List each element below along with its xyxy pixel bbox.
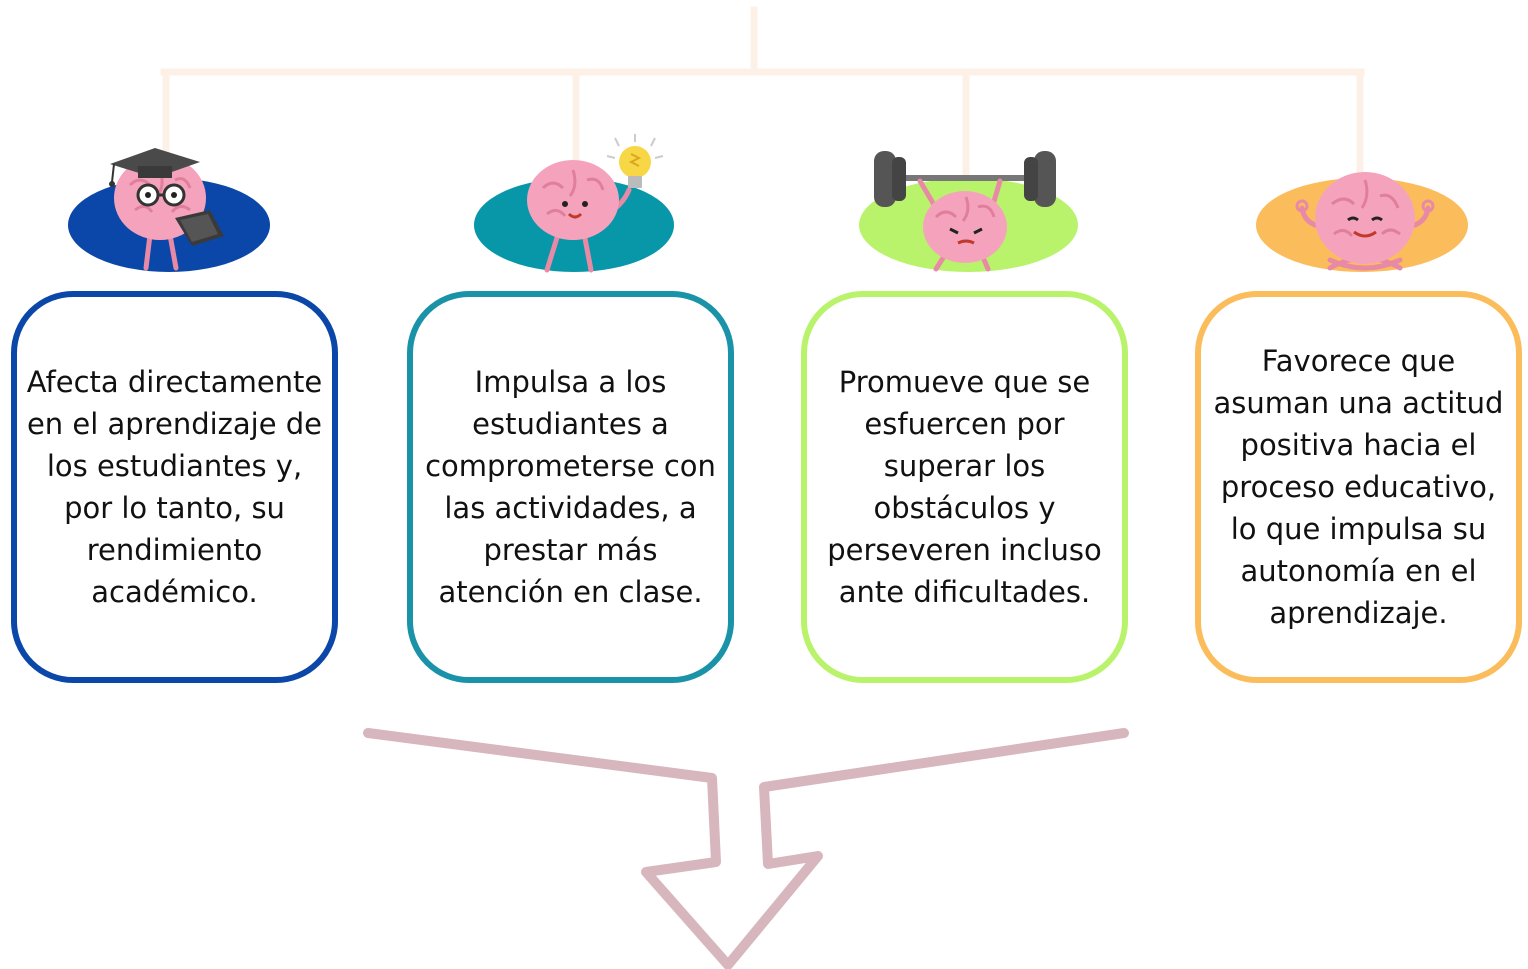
card-text: Impulsa a los estudiantes a comprometers…	[425, 365, 716, 609]
brain-graduate-reading-icon	[109, 148, 224, 271]
card-positive-attitude: Favorece que asuman una actitud positiva…	[1195, 291, 1522, 683]
card-text: Favorece que asuman una actitud positiva…	[1213, 344, 1504, 630]
card-academic-performance: Afecta directamente en el aprendizaje de…	[11, 291, 338, 683]
brain-weightlifting-icon	[874, 151, 1056, 272]
card-text: Promueve que se esfuercen por superar lo…	[827, 365, 1102, 609]
brain-meditating-icon	[1295, 172, 1435, 271]
card-text: Afecta directamente en el aprendizaje de…	[26, 365, 323, 609]
brain-idea-lightbulb-icon	[527, 134, 664, 273]
card-engagement: Impulsa a los estudiantes a comprometers…	[407, 291, 734, 683]
connector-tree	[160, 6, 1365, 186]
card-perseverance: Promueve que se esfuercen por superar lo…	[801, 291, 1128, 683]
